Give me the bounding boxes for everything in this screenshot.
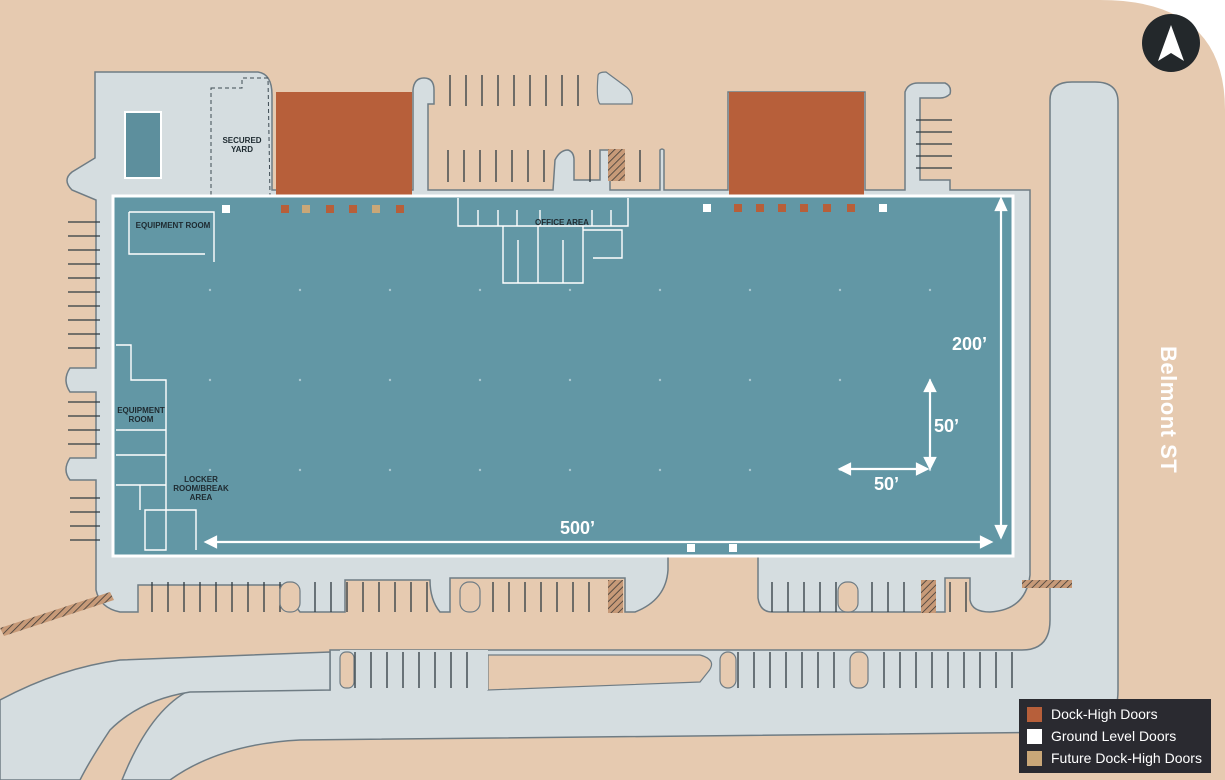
- dock-high-door: [396, 205, 404, 213]
- dock-high-door: [778, 204, 786, 212]
- column-dot: [568, 468, 572, 472]
- parking-stalls: [68, 75, 1013, 688]
- column-dot: [748, 378, 752, 382]
- column-dot: [658, 378, 662, 382]
- legend-swatch-ground-level: [1027, 728, 1042, 744]
- map-legend: Dock-High Doors Ground Level Doors Futur…: [1019, 699, 1211, 773]
- ground-level-door: [687, 544, 695, 552]
- column-dot: [388, 468, 392, 472]
- ground-level-door: [222, 205, 230, 213]
- column-dot: [838, 288, 842, 292]
- column-dot: [568, 288, 572, 292]
- equipment-room-top-label: EQUIPMENT ROOM: [135, 221, 211, 230]
- column-dot: [928, 288, 932, 292]
- dock-high-door: [847, 204, 855, 212]
- legend-swatch-future-dock-high: [1027, 750, 1042, 766]
- column-dot: [208, 378, 212, 382]
- column-spacing-horizontal-label: 50’: [874, 474, 900, 494]
- column-dot: [748, 468, 752, 472]
- north-arrow-icon: [1142, 14, 1200, 72]
- column-dot: [478, 288, 482, 292]
- legend-item-ground-level: Ground Level Doors: [1027, 725, 1203, 747]
- column-dot: [388, 378, 392, 382]
- column-dot: [838, 378, 842, 382]
- dock-high-door: [734, 204, 742, 212]
- ramp: [608, 580, 623, 613]
- secured-yard-label: SECURED YARD: [222, 136, 262, 155]
- column-dot: [298, 378, 302, 382]
- ramp: [921, 580, 936, 613]
- ground-level-door: [703, 204, 711, 212]
- column-dot: [478, 378, 482, 382]
- south-island: [487, 654, 713, 691]
- column-dot: [748, 288, 752, 292]
- ground-level-door: [879, 204, 887, 212]
- dock-high-door: [823, 204, 831, 212]
- office-area-label: OFFICE AREA: [535, 218, 589, 227]
- lot-island: [596, 71, 633, 105]
- column-dot: [298, 288, 302, 292]
- dock-apron-west: [276, 92, 412, 197]
- secured-yard-outline: [210, 77, 271, 197]
- column-dot: [478, 468, 482, 472]
- landscape-islands: [279, 581, 869, 689]
- dock-high-door: [326, 205, 334, 213]
- dock-high-door: [349, 205, 357, 213]
- ground-level-door: [729, 544, 737, 552]
- column-dot: [658, 288, 662, 292]
- ramp: [608, 149, 625, 181]
- column-dot: [568, 378, 572, 382]
- column-dot: [388, 288, 392, 292]
- column-dot: [298, 468, 302, 472]
- dock-high-door: [800, 204, 808, 212]
- legend-item-dock-high: Dock-High Doors: [1027, 703, 1203, 725]
- legend-label: Future Dock-High Doors: [1051, 750, 1202, 766]
- future-dock-high-door: [302, 205, 310, 213]
- legend-swatch-dock-high: [1027, 706, 1042, 722]
- depth-dimension-label: 200’: [952, 334, 988, 354]
- column-dot: [208, 468, 212, 472]
- legend-label: Ground Level Doors: [1051, 728, 1177, 744]
- legend-item-future-dock-high: Future Dock-High Doors: [1027, 747, 1203, 769]
- water-feature: [124, 111, 162, 179]
- column-spacing-vertical-label: 50’: [934, 416, 960, 436]
- column-dot: [658, 468, 662, 472]
- dock-high-door: [281, 205, 289, 213]
- equipment-room-left-label: EQUIPMENT ROOM: [117, 406, 165, 425]
- width-dimension-label: 500’: [560, 518, 596, 538]
- dimension-lines: [203, 196, 1008, 549]
- column-dot: [208, 288, 212, 292]
- ramp: [0, 592, 114, 636]
- doors: [222, 204, 887, 552]
- dock-apron-east: [729, 92, 864, 197]
- locker-room-label: LOCKER ROOM/BREAK AREA: [173, 475, 229, 503]
- dock-high-door: [756, 204, 764, 212]
- future-dock-high-door: [372, 205, 380, 213]
- street-label: Belmont ST: [1156, 346, 1181, 474]
- ramp: [1022, 580, 1072, 588]
- interior-walls: [116, 198, 629, 551]
- north-arrow-glyph: [1158, 25, 1184, 61]
- legend-label: Dock-High Doors: [1051, 706, 1158, 722]
- south-road: [0, 651, 331, 780]
